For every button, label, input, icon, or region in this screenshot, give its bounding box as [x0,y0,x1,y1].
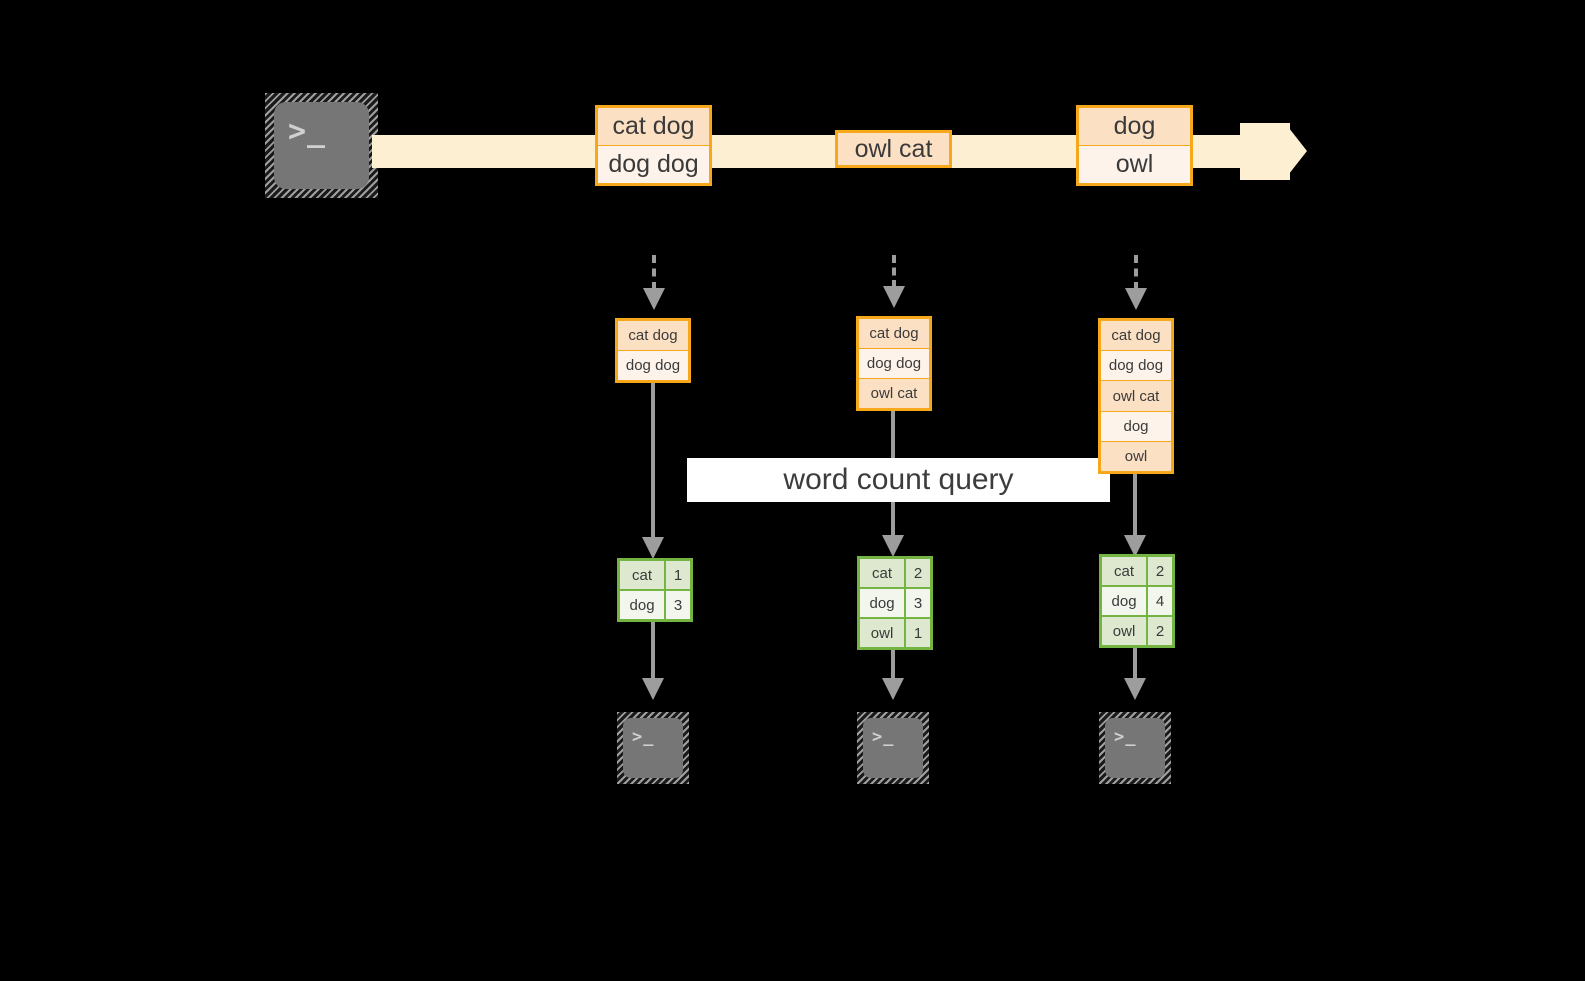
column-3-input-table: cat dog dog dog owl cat dog owl [1098,318,1174,474]
column-3-query-connector [1133,474,1137,551]
input-row: cat dog [1101,321,1171,351]
result-word: dog [860,589,905,617]
column-2-sink-terminal-icon: >_ [857,712,929,784]
input-row: dog dog [618,350,688,380]
stream-to-input-connector [652,255,656,290]
input-row: dog dog [1101,350,1171,381]
stream-batch-1: cat dog dog dog [595,105,712,186]
result-row: owl 1 [860,617,930,647]
result-word: cat [620,561,665,589]
record-line: owl [1079,145,1190,183]
column-2-input-table: cat dog dog dog owl cat [856,316,932,411]
arrow-head-icon [1125,288,1147,310]
terminal-prompt-label: >_ [632,727,655,747]
column-1-result-table: cat 1 dog 3 [617,558,693,622]
result-count: 3 [904,589,930,617]
terminal-body [1105,718,1165,778]
result-count: 2 [904,559,930,587]
input-row: dog dog [859,348,929,378]
input-row: owl cat [859,378,929,408]
column-1-sink-terminal-icon: >_ [617,712,689,784]
record-line: owl cat [838,133,949,165]
result-word: owl [860,619,905,647]
arrow-head-icon [882,678,904,700]
stream-to-input-connector [1134,255,1138,290]
terminal-body [274,102,369,189]
record-line: dog dog [598,145,709,183]
result-word: owl [1102,617,1147,645]
query-label: word count query [687,458,1110,502]
arrow-head-icon [642,678,664,700]
result-count: 4 [1146,587,1172,615]
column-1-sink-connector [651,620,655,688]
result-word: dog [620,591,665,619]
arrow-head-icon [642,537,664,559]
result-row: dog 4 [1102,585,1172,615]
stream-batch-3: dog owl [1076,105,1193,186]
record-line: dog [1079,108,1190,145]
result-word: cat [860,559,905,587]
result-word: cat [1102,557,1147,585]
input-row: cat dog [859,319,929,348]
result-count: 1 [904,619,930,647]
terminal-body [623,718,683,778]
input-row: owl [1101,440,1171,472]
stream-arrow-shaft-wide [1240,123,1290,180]
result-count: 1 [664,561,690,589]
column-3-sink-connector [1133,646,1137,688]
input-row: owl cat [1101,380,1171,411]
right-arrow-icon [1285,123,1307,179]
column-3-sink-terminal-icon: >_ [1099,712,1171,784]
result-count: 2 [1146,617,1172,645]
record-line: cat dog [598,108,709,145]
input-row: cat dog [618,321,688,350]
column-2-sink-connector [891,648,895,688]
arrow-head-icon [643,288,665,310]
result-word: dog [1102,587,1147,615]
result-row: owl 2 [1102,615,1172,645]
terminal-body [863,718,923,778]
result-row: dog 3 [860,587,930,617]
stream-batch-2: owl cat [835,130,952,168]
query-label-text: word count query [783,463,1014,496]
result-count: 2 [1146,557,1172,585]
arrow-head-icon [883,286,905,308]
result-row: cat 2 [860,559,930,587]
terminal-prompt-label: >_ [1114,727,1137,747]
column-2-result-table: cat 2 dog 3 owl 1 [857,556,933,650]
result-row: dog 3 [620,589,690,619]
arrow-head-icon [1124,678,1146,700]
column-1-input-table: cat dog dog dog [615,318,691,383]
column-3-result-table: cat 2 dog 4 owl 2 [1099,554,1175,648]
arrow-head-icon [882,535,904,557]
terminal-prompt-label: >_ [288,114,327,149]
stream-to-input-connector [892,255,896,288]
terminal-prompt-label: >_ [872,727,895,747]
source-terminal-icon: >_ [265,93,378,198]
result-row: cat 2 [1102,557,1172,585]
result-count: 3 [664,591,690,619]
arrow-head-icon [1124,535,1146,557]
result-row: cat 1 [620,561,690,589]
column-1-query-connector [651,383,655,553]
input-row: dog [1101,410,1171,441]
